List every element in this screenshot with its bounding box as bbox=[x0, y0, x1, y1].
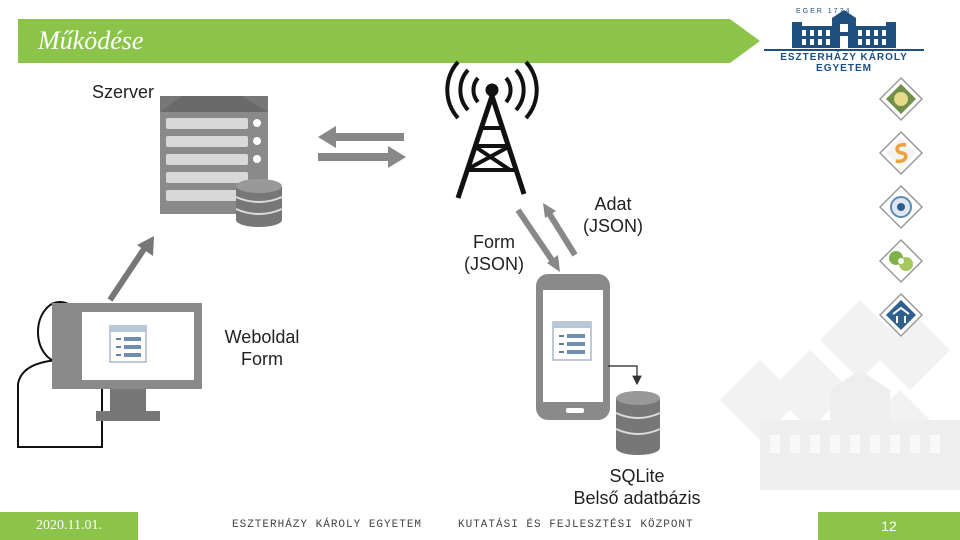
form-json-label: Form (JSON) bbox=[452, 231, 536, 275]
page-number: 12 bbox=[818, 512, 960, 540]
phone-form-icon bbox=[552, 321, 592, 361]
webpage-label-line2: Form bbox=[241, 349, 283, 369]
faculty-badge-5-icon bbox=[878, 292, 924, 338]
background-watermark bbox=[720, 300, 960, 490]
phone-db-arrow bbox=[608, 365, 642, 386]
webpage-label-line1: Weboldal bbox=[224, 327, 300, 347]
faculty-badge-1-icon bbox=[878, 76, 924, 122]
footer-date: 2020.11.01. bbox=[0, 512, 138, 540]
database-label: SQLite Belső adatbázis bbox=[552, 465, 722, 509]
form-json-label-line2: (JSON) bbox=[464, 254, 524, 274]
radio-tower-icon bbox=[445, 60, 539, 199]
data-json-label-line2: (JSON) bbox=[583, 216, 643, 236]
data-json-arrow bbox=[544, 208, 578, 257]
faculty-badge-3-icon bbox=[878, 184, 924, 230]
logo-building-icon bbox=[764, 10, 924, 51]
server-label: Szerver bbox=[92, 82, 155, 102]
logo-founding-text: EGER 1774 bbox=[796, 8, 852, 15]
database-label-line1: SQLite bbox=[609, 466, 665, 486]
footer: 2020.11.01. ESZTERHÁZY KÁROLY EGYETEM KU… bbox=[0, 512, 960, 540]
footer-center: ESZTERHÁZY KÁROLY EGYETEM KUTATÁSI ÉS FE… bbox=[138, 512, 818, 540]
faculty-badge-4-icon bbox=[878, 238, 924, 284]
browser-server-arrow bbox=[107, 244, 149, 302]
slide-title: Működése bbox=[38, 26, 144, 55]
server-database-icon bbox=[235, 179, 283, 227]
footer-university: ESZTERHÁZY KÁROLY EGYETEM bbox=[232, 519, 423, 531]
title-bar-shape bbox=[18, 19, 760, 63]
webpage-label: Weboldal Form bbox=[210, 326, 314, 370]
data-json-label: Adat (JSON) bbox=[568, 193, 658, 237]
database-label-line2: Belső adatbázis bbox=[573, 488, 701, 508]
title-bar: Működése bbox=[18, 19, 760, 63]
sqlite-database-icon bbox=[615, 391, 661, 455]
form-json-arrow bbox=[515, 208, 559, 268]
web-form-icon bbox=[109, 325, 147, 363]
university-logo: EGER 1774 ESZTERHÁZY KÁROLY EGYETEM bbox=[762, 4, 926, 74]
logo-text: ESZTERHÁZY KÁROLY EGYETEM bbox=[780, 52, 908, 74]
footer-research-center: KUTATÁSI ÉS FEJLESZTÉSI KÖZPONT bbox=[458, 519, 694, 531]
data-json-label-line1: Adat bbox=[594, 194, 632, 214]
form-json-label-line1: Form bbox=[473, 232, 515, 252]
faculty-badge-2-icon bbox=[878, 130, 924, 176]
server-tower-arrows bbox=[318, 126, 406, 168]
monitor-icon bbox=[52, 303, 202, 421]
